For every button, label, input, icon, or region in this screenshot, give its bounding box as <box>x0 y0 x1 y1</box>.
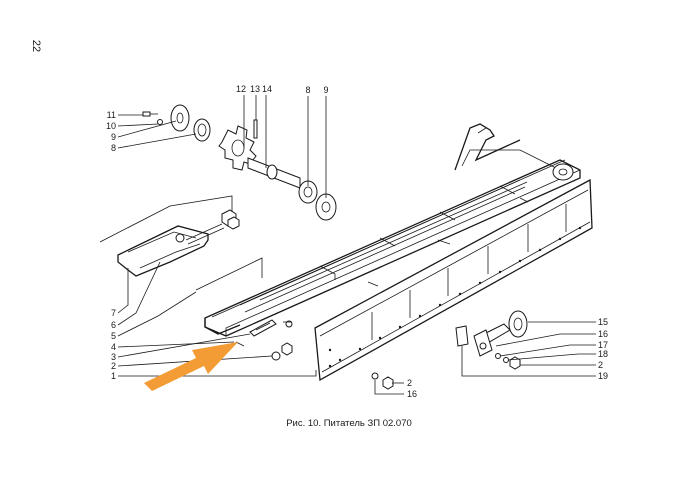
callout-label: 10 <box>106 121 116 131</box>
callout-label: 4 <box>111 342 116 352</box>
tensioner-bracket <box>99 195 263 291</box>
callout-label: 2 <box>111 361 116 371</box>
callouts-left: 11 10 9 8 7 6 5 4 3 2 1 <box>106 110 116 381</box>
roller-bracket-assembly <box>455 310 528 370</box>
callout-label: 12 <box>236 84 246 94</box>
callouts-top: 12 13 14 8 9 <box>236 84 329 95</box>
leader-lines <box>117 95 596 395</box>
callout-label: 14 <box>262 84 272 94</box>
callout-label: 9 <box>323 85 328 95</box>
side-plate <box>314 178 593 382</box>
callout-label: 2 <box>407 378 412 388</box>
page-number: 22 <box>30 40 42 52</box>
bottom-fasteners <box>371 372 394 390</box>
callouts-bottom: 2 16 <box>407 378 417 399</box>
callout-label: 16 <box>598 329 608 339</box>
callout-label: 11 <box>107 110 116 120</box>
feeder-frame <box>204 123 581 337</box>
callout-label: 19 <box>598 371 608 381</box>
callout-label: 5 <box>111 331 116 341</box>
figure-caption: Рис. 10. Питатель ЗП 02.070 <box>286 418 412 429</box>
callout-label: 8 <box>111 143 116 153</box>
callout-label: 1 <box>111 371 116 381</box>
callout-label: 13 <box>250 84 260 94</box>
callout-label: 8 <box>305 85 310 95</box>
callout-label: 9 <box>111 132 116 142</box>
drive-shaft-assembly <box>142 104 337 221</box>
callout-label: 3 <box>111 352 116 362</box>
callout-label: 6 <box>111 320 116 330</box>
bearing-part <box>193 118 211 142</box>
callout-label: 7 <box>111 308 116 318</box>
callouts-right: 15 16 17 18 2 19 <box>598 317 608 381</box>
callout-label: 18 <box>598 349 608 359</box>
highlight-arrow <box>144 342 238 391</box>
callout-label: 16 <box>407 389 417 399</box>
callout-label: 2 <box>598 360 603 370</box>
callout-label: 15 <box>598 317 608 327</box>
callout-label: 17 <box>598 340 608 350</box>
flange-part <box>170 104 190 132</box>
front-end-parts <box>235 319 293 361</box>
